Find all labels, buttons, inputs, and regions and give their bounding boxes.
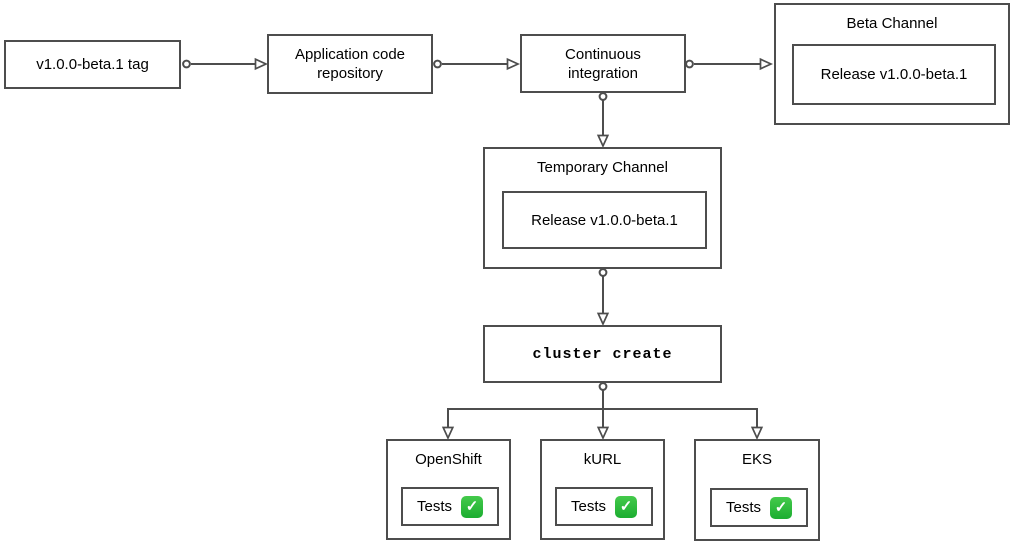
beta-channel-release-box: Release v1.0.0-beta.1	[792, 44, 996, 105]
kurl-tests-box: Tests ✓	[555, 487, 653, 526]
node-version-tag: v1.0.0-beta.1 tag	[4, 40, 181, 89]
connector-repo-to-ci	[433, 57, 521, 71]
temporary-channel-release-label: Release v1.0.0-beta.1	[531, 211, 678, 229]
connector-temporary-channel-to-cluster-create	[596, 268, 610, 327]
openshift-tests-box: Tests ✓	[401, 487, 499, 526]
openshift-title: OpenShift	[415, 451, 482, 468]
group-kurl: kURL Tests ✓	[540, 439, 665, 540]
group-temporary-channel: Temporary Channel Release v1.0.0-beta.1	[483, 147, 722, 269]
kurl-tests-label: Tests	[570, 498, 606, 515]
check-mark-button-icon: ✓	[770, 496, 792, 519]
temporary-channel-title: Temporary Channel	[537, 159, 668, 176]
eks-tests-box: Tests ✓	[710, 488, 808, 527]
openshift-tests-label: Tests	[416, 498, 452, 515]
connector-tag-to-repo	[182, 57, 269, 71]
group-beta-channel: Beta Channel Release v1.0.0-beta.1	[774, 3, 1010, 125]
continuous-integration-label: Continuous integration	[565, 45, 641, 82]
connector-cluster-create-to-clusters	[441, 382, 764, 441]
group-openshift: OpenShift Tests ✓	[386, 439, 511, 540]
check-mark-button-icon: ✓	[615, 495, 637, 518]
connector-ci-to-temporary-channel	[596, 92, 610, 149]
group-eks: EKS Tests ✓	[694, 439, 820, 541]
kurl-title: kURL	[583, 451, 622, 468]
application-code-repository-label: Application code repository	[294, 46, 406, 82]
temporary-channel-release-box: Release v1.0.0-beta.1	[502, 191, 707, 249]
eks-title: EKS	[741, 451, 772, 468]
eks-tests-label: Tests	[725, 499, 761, 516]
node-continuous-integration: Continuous integration	[520, 34, 686, 93]
node-application-code-repository: Application code repository	[267, 34, 433, 94]
beta-channel-release-label: Release v1.0.0-beta.1	[820, 66, 968, 83]
version-tag-label: v1.0.0-beta.1 tag	[36, 56, 149, 73]
beta-channel-title: Beta Channel	[846, 15, 938, 32]
node-cluster-create: cluster create	[483, 325, 722, 383]
connector-ci-to-beta-channel	[685, 57, 774, 71]
cluster-create-label: cluster create	[532, 345, 673, 363]
check-mark-button-icon: ✓	[461, 495, 483, 518]
